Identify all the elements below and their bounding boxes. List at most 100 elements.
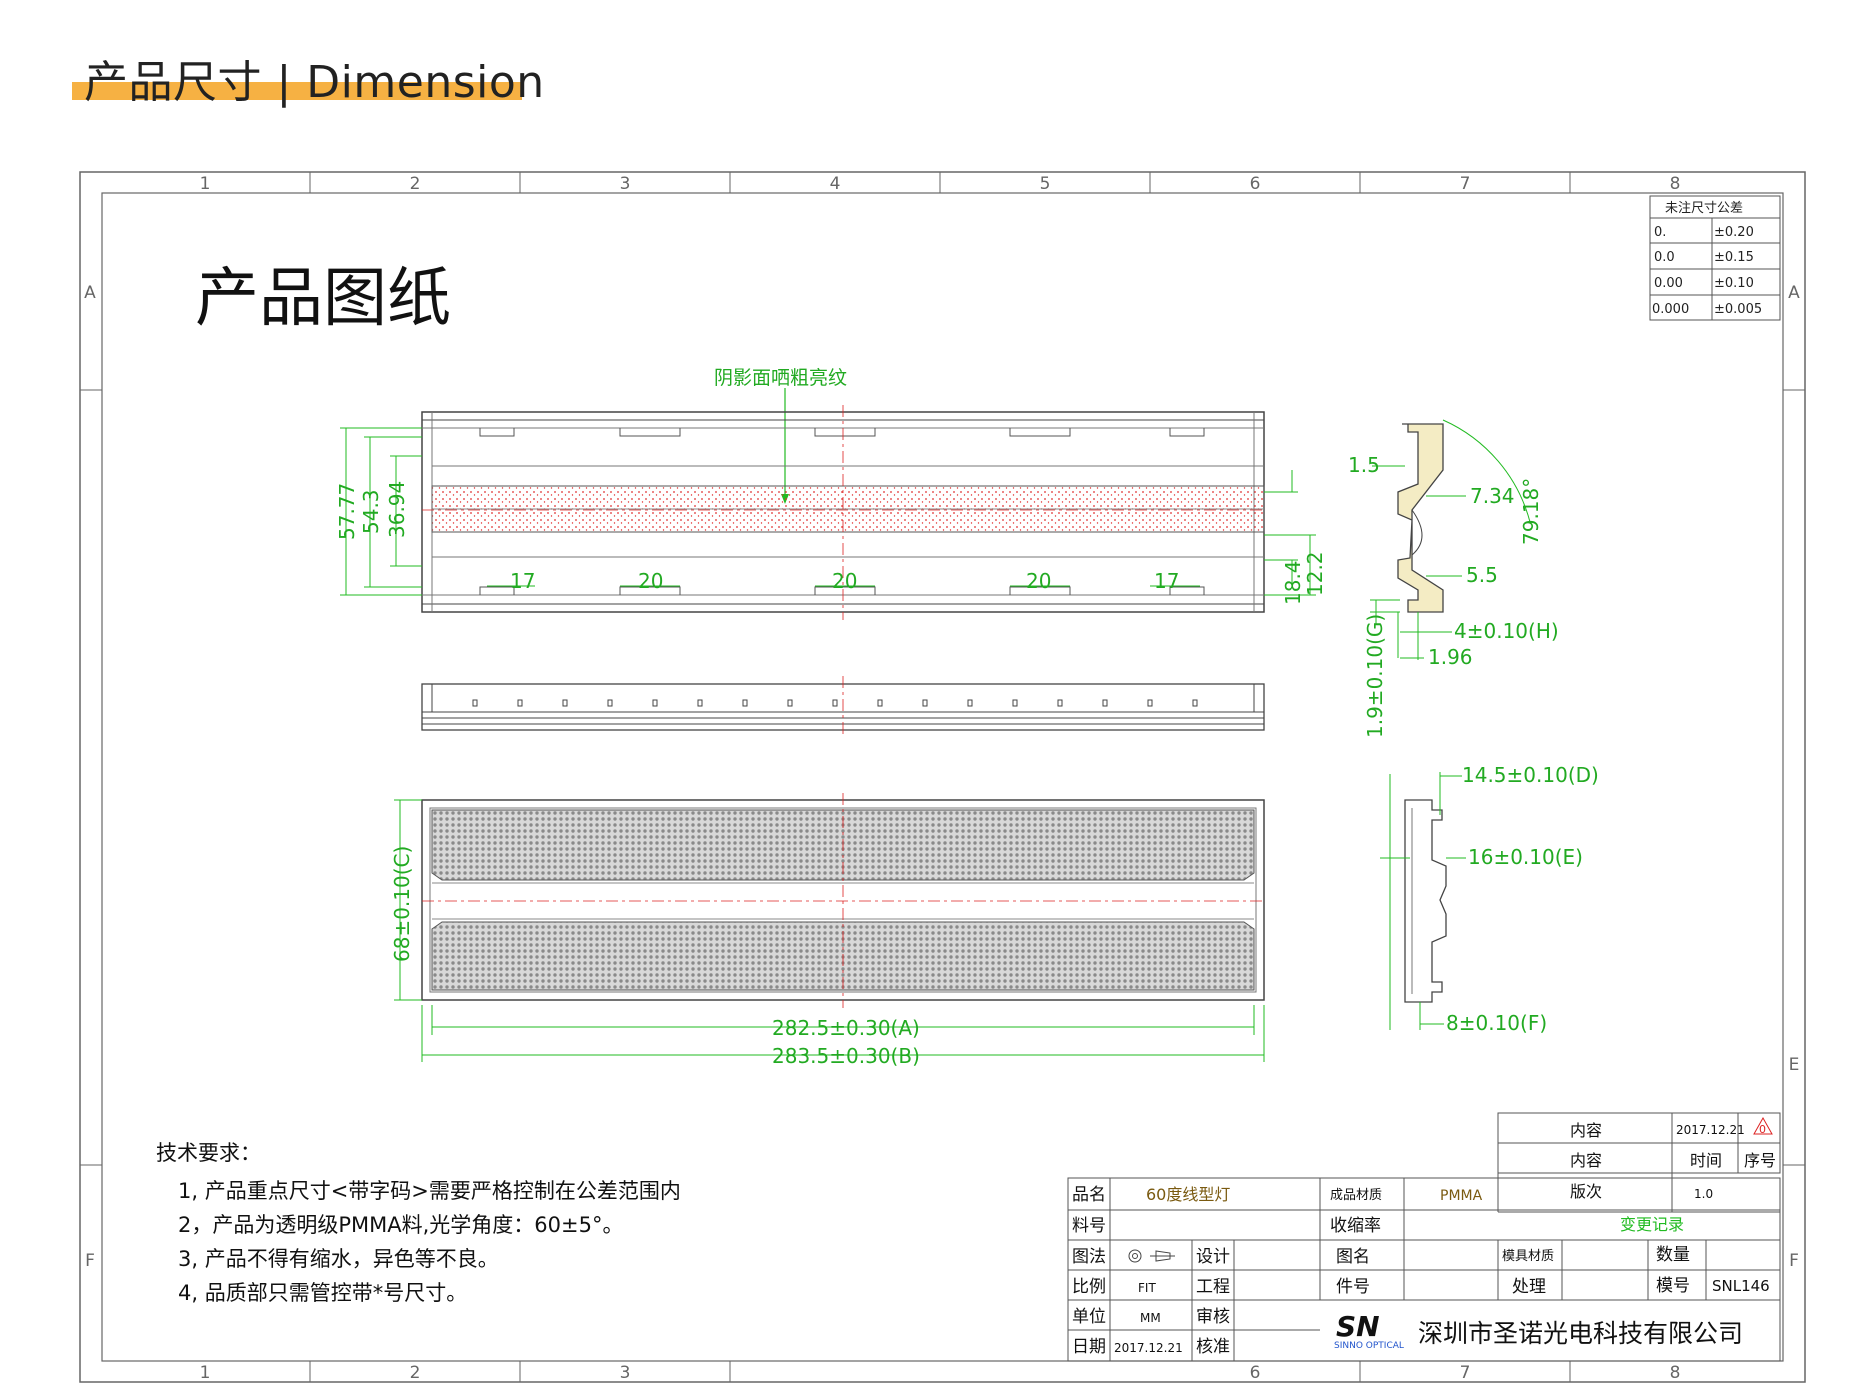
col-label: 8	[1670, 174, 1681, 194]
dim-label: 17	[510, 569, 535, 593]
company-name: 深圳市圣诺光电科技有限公司	[1418, 1319, 1743, 1348]
tb-model: SNL146	[1712, 1277, 1770, 1295]
texture-note: 阴影面哂粗亮纹	[714, 367, 847, 389]
col-label: 8	[1670, 1363, 1681, 1383]
dim-label: 8±0.10(F)	[1446, 1011, 1547, 1035]
tb-label: 工程	[1196, 1277, 1230, 1297]
tb-label: 模具材质	[1502, 1249, 1554, 1264]
dim-label: 12.2	[1303, 551, 1327, 596]
title-block: 品名 60度线型灯 成品材质 PMMA 料号 收缩率 图法 设计 图名 模具材质…	[1067, 1177, 1781, 1362]
revision-header: 时间	[1690, 1151, 1722, 1170]
tb-date: 2017.12.21	[1114, 1341, 1183, 1355]
tb-scale: FIT	[1138, 1281, 1156, 1295]
col-label: 7	[1460, 174, 1471, 194]
revision-version: 1.0	[1694, 1187, 1713, 1201]
tech-item: 2，产品为透明级PMMA料,光学角度：60±5°。	[178, 1213, 623, 1237]
tb-label: 审核	[1196, 1307, 1230, 1327]
tolerance-table: 未注尺寸公差 0. ±0.20 0.0 ±0.15 0.00 ±0.10 0.0…	[1649, 195, 1781, 321]
row-label: A	[1788, 283, 1800, 303]
page-header: 产品尺寸 | Dimension	[72, 40, 544, 110]
dim-label: 20	[832, 569, 857, 593]
tb-label: 核准	[1196, 1337, 1230, 1357]
revision-header: 序号	[1744, 1151, 1776, 1170]
dim-label: 1.9±0.10(G)	[1363, 614, 1387, 738]
company-logo: SN	[1336, 1310, 1380, 1343]
tb-material: PMMA	[1440, 1188, 1483, 1204]
tech-requirements: 技术要求： 1, 产品重点尺寸<带字码>需要严格控制在公差范围内 2，产品为透明…	[156, 1141, 681, 1305]
dim-label: 14.5±0.10(D)	[1462, 763, 1599, 787]
col-label: 6	[1250, 1363, 1261, 1383]
revision-mark: 0	[1759, 1123, 1766, 1136]
tb-label: 图法	[1072, 1247, 1106, 1267]
tb-product-name: 60度线型灯	[1146, 1185, 1230, 1204]
tech-title: 技术要求：	[156, 1141, 261, 1165]
row-label: E	[1789, 1055, 1800, 1075]
col-label: 4	[830, 174, 841, 194]
side-view	[421, 676, 1265, 738]
change-record: 变更记录	[1620, 1215, 1684, 1234]
row-label: F	[85, 1251, 95, 1271]
tb-label: 品名	[1072, 1185, 1106, 1205]
dim-label: 283.5±0.30(B)	[772, 1044, 920, 1068]
tb-label: 单位	[1072, 1307, 1106, 1327]
tb-label: 图名	[1336, 1247, 1370, 1267]
tolerance-title: 未注尺寸公差	[1665, 201, 1743, 216]
border-frame	[79, 171, 1806, 1383]
dim-label: 57.77	[335, 483, 359, 540]
tolerance-value: ±0.20	[1714, 225, 1754, 240]
dim-label: 36.94	[385, 481, 409, 538]
tb-label: 模号	[1656, 1276, 1690, 1296]
tb-label: 收缩率	[1330, 1216, 1381, 1236]
tb-label: 成品材质	[1330, 1188, 1382, 1203]
tb-label: 处理	[1512, 1277, 1546, 1297]
col-label: 5	[1040, 174, 1051, 194]
row-label: A	[84, 283, 96, 303]
tb-label: 件号	[1336, 1277, 1370, 1297]
dim-label: 16±0.10(E)	[1468, 845, 1583, 869]
revision-version-label: 版次	[1570, 1182, 1602, 1201]
dim-label: 20	[1026, 569, 1051, 593]
tb-label: 料号	[1072, 1216, 1106, 1236]
col-label: 7	[1460, 1363, 1471, 1383]
row-label: F	[1789, 1251, 1799, 1271]
company-logo-sub: SINNO OPTICAL	[1334, 1341, 1404, 1351]
tb-unit: MM	[1140, 1311, 1161, 1325]
col-label: 3	[620, 174, 631, 194]
dim-label: 54.3	[359, 489, 383, 534]
col-label: 3	[620, 1363, 631, 1383]
dim-label: 79.18°	[1519, 478, 1543, 545]
dim-label: 4±0.10(H)	[1454, 619, 1559, 643]
tolerance-format: 0.00	[1654, 276, 1683, 291]
tb-label: 日期	[1072, 1337, 1106, 1357]
col-label: 6	[1250, 174, 1261, 194]
tech-item: 4, 品质部只需管控带*号尺寸。	[178, 1281, 467, 1305]
col-label: 1	[200, 1363, 211, 1383]
dim-label: 17	[1154, 569, 1179, 593]
dim-label: 5.5	[1466, 563, 1498, 587]
tolerance-value: ±0.15	[1714, 250, 1754, 265]
cross-section-1: 1.5 7.34 79.18° 5.5 4±0.10(H) 1.96 1.9±0…	[1348, 419, 1559, 738]
revision-date: 2017.12.21	[1676, 1123, 1745, 1137]
dim-label: 68±0.10(C)	[390, 846, 414, 962]
dim-label: 20	[638, 569, 663, 593]
revision-block: 内容 2017.12.21 0 内容 时间 序号 版次 1.0 变更记录	[1497, 1112, 1781, 1234]
header-accent-bar	[72, 82, 522, 100]
dim-label: 1.5	[1348, 453, 1380, 477]
col-label: 2	[410, 1363, 421, 1383]
tech-item: 3, 产品不得有缩水，异色等不良。	[178, 1247, 499, 1271]
tb-label: 比例	[1072, 1277, 1106, 1297]
dim-label: 1.96	[1428, 645, 1473, 669]
tolerance-value: ±0.005	[1714, 302, 1762, 317]
dim-label: 7.34	[1470, 484, 1515, 508]
dim-label: 18.4	[1281, 560, 1305, 605]
dim-label: 282.5±0.30(A)	[772, 1016, 920, 1040]
header-title: 产品尺寸 | Dimension	[84, 57, 545, 108]
tb-label: 数量	[1656, 1245, 1690, 1265]
tolerance-format: 0.000	[1652, 302, 1689, 317]
drawing-title: 产品图纸	[195, 262, 451, 336]
cross-section-2: 14.5±0.10(D) 16±0.10(E) 8±0.10(F)	[1380, 763, 1599, 1035]
revision-content: 内容	[1570, 1121, 1602, 1140]
tb-label: 设计	[1196, 1247, 1230, 1267]
col-label: 1	[200, 174, 211, 194]
